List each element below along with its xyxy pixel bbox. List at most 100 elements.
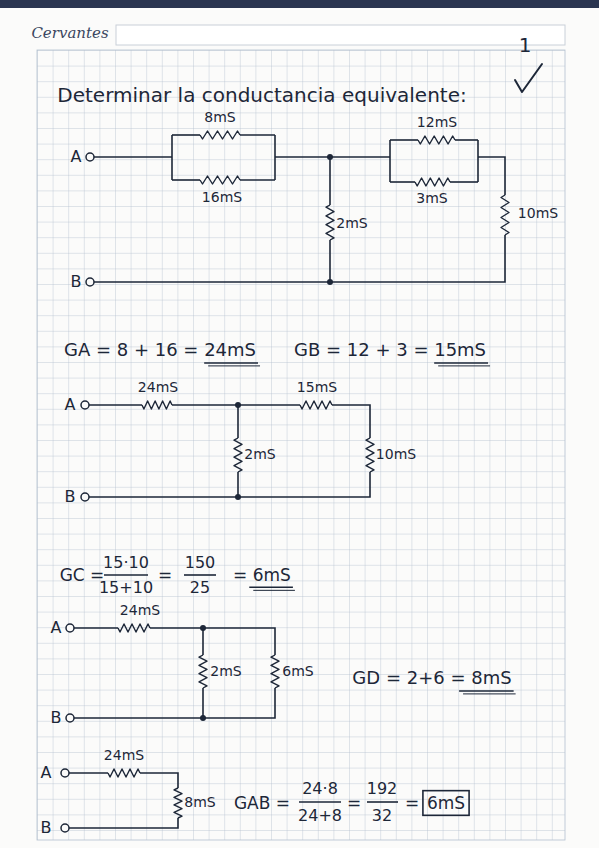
terminal <box>86 153 94 161</box>
conductance-value: 12mS <box>417 115 457 130</box>
wire <box>329 157 331 205</box>
wire <box>478 157 505 195</box>
resistor-symbol <box>118 624 150 632</box>
wire <box>184 574 216 576</box>
underline <box>253 590 295 591</box>
result-box <box>423 791 469 816</box>
wire <box>172 134 200 136</box>
terminal-label: A <box>51 619 62 637</box>
wire <box>89 472 370 497</box>
resistor-symbol <box>108 769 140 777</box>
grid-paper <box>37 50 565 840</box>
resistor-symbol <box>234 438 242 472</box>
terminal-label: A <box>65 396 76 414</box>
fraction-numerator: 150 <box>185 554 216 572</box>
junction-dot <box>327 279 333 285</box>
wire <box>240 179 275 181</box>
conductance-value: 8mS <box>204 110 235 125</box>
wire <box>94 156 172 158</box>
wire <box>367 801 398 803</box>
fraction-numerator: 24·8 <box>302 780 338 798</box>
terminal <box>66 714 74 722</box>
resistor-symbol <box>199 655 207 688</box>
wire <box>332 405 370 438</box>
terminal <box>81 493 89 501</box>
conductance-value: 10mS <box>376 447 416 462</box>
underline <box>463 693 516 694</box>
wire <box>299 801 341 803</box>
wire <box>450 181 478 183</box>
terminal <box>61 824 69 832</box>
resistor-symbol <box>418 136 455 144</box>
wire <box>94 235 505 282</box>
equation: GA = 8 + 16 = 24mS <box>64 340 256 360</box>
underline <box>459 690 514 692</box>
wire <box>390 139 418 141</box>
junction-dot <box>200 625 206 631</box>
resistor-symbol <box>271 655 279 688</box>
terminal <box>81 401 89 409</box>
brand-logo: Cervantes <box>31 25 108 42</box>
conductance-value: 10mS <box>518 206 558 221</box>
wire <box>390 181 415 183</box>
conductance-value: 15mS <box>297 380 337 395</box>
conductance-value: 8mS <box>184 795 215 810</box>
underline <box>438 365 490 366</box>
underline <box>434 362 488 364</box>
conductance-value: 16mS <box>202 190 242 205</box>
wire <box>89 404 142 406</box>
wire <box>69 772 108 774</box>
conductance-value: 6mS <box>282 664 313 679</box>
wire <box>202 628 204 655</box>
wire <box>104 574 148 576</box>
resistor-symbol <box>142 401 172 409</box>
junction-dot <box>200 715 206 721</box>
resistor-symbol <box>501 195 509 235</box>
underline <box>249 587 293 589</box>
wires <box>61 131 509 832</box>
wire <box>329 240 331 282</box>
underline <box>204 362 258 364</box>
conductance-value: 2mS <box>336 216 367 231</box>
fraction-numerator: 192 <box>367 780 398 798</box>
wire <box>202 688 204 718</box>
junction-dot <box>235 494 241 500</box>
title: Determinar la conductancia equivalente: <box>57 84 466 106</box>
wire <box>477 140 479 182</box>
equation: GB = 12 + 3 = 15mS <box>294 340 486 360</box>
junction-dot <box>327 154 333 160</box>
resistor-symbol <box>366 438 374 472</box>
wire <box>455 139 478 141</box>
resistor-symbol <box>174 788 182 818</box>
resistor-symbol <box>415 178 450 186</box>
terminal <box>61 769 69 777</box>
terminal-label: B <box>51 709 62 727</box>
check-mark <box>515 64 542 92</box>
wire <box>74 627 118 629</box>
wire <box>240 134 275 136</box>
conductance-value: 24mS <box>138 380 178 395</box>
equation: GC = <box>60 566 105 585</box>
wire <box>237 472 239 497</box>
conductance-value: 2mS <box>210 664 241 679</box>
terminal <box>66 624 74 632</box>
fraction-denominator: 24+8 <box>298 807 342 825</box>
header-field <box>116 25 565 45</box>
conductance-value: 24mS <box>120 603 160 618</box>
resistor-symbol <box>200 131 240 139</box>
conductance-value: 24mS <box>104 748 144 763</box>
wire <box>74 688 275 718</box>
fraction-denominator: 32 <box>372 807 392 825</box>
wire <box>172 179 200 181</box>
resistor-symbol <box>300 401 332 409</box>
conductance-value: 2mS <box>244 447 275 462</box>
conductance-value: 3mS <box>416 191 447 206</box>
underline <box>208 365 260 366</box>
terminal-label: B <box>65 488 76 506</box>
wire <box>237 405 239 438</box>
equation: = <box>405 794 419 813</box>
fraction-denominator: 15+10 <box>99 579 153 597</box>
top-band <box>0 0 599 8</box>
equation: = <box>347 794 361 813</box>
